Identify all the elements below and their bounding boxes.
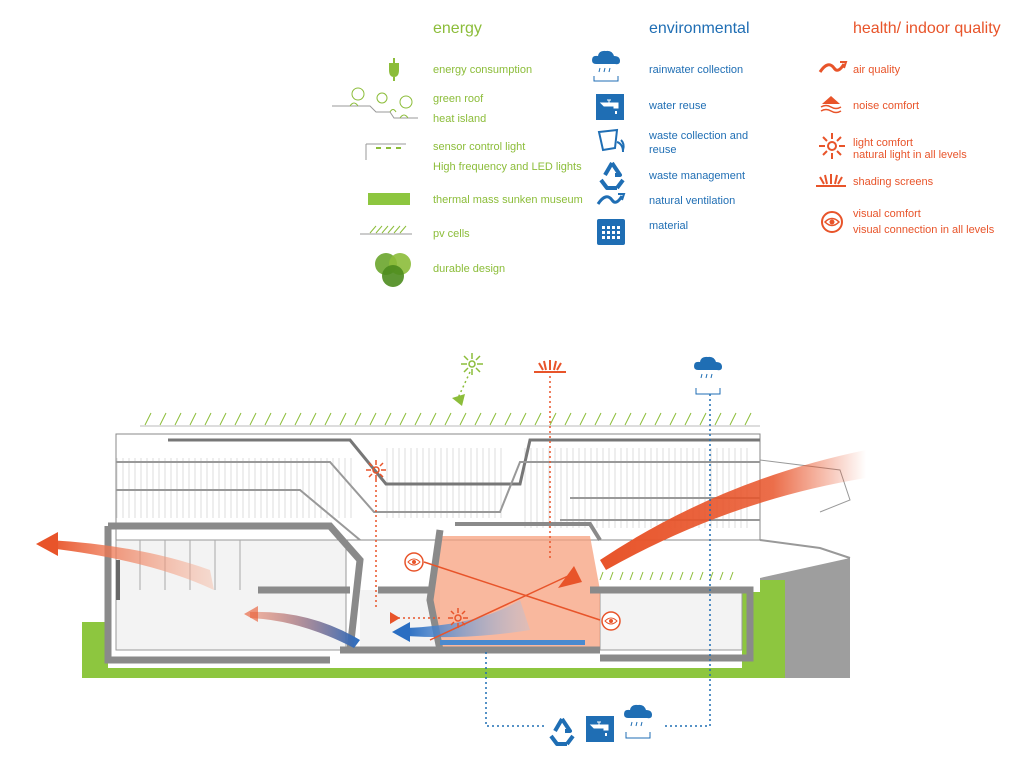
water-channel <box>440 640 585 645</box>
rain-cloud-icon <box>592 50 620 82</box>
plug-icon <box>389 58 399 81</box>
natural-light-label: natural light in all levels <box>853 149 967 161</box>
water-reuse-label: water reuse <box>649 100 707 112</box>
thermal-mass-base <box>82 580 785 678</box>
noise-comfort-icon <box>820 96 842 114</box>
thermal-mass-label: thermal mass sunken museum <box>433 194 583 206</box>
visual-connection-lines <box>423 561 601 641</box>
ventilation-flow-left <box>250 611 360 648</box>
recycle-icon <box>599 161 625 190</box>
light-comfort-label: light comfort <box>853 137 913 149</box>
noise-comfort-label: noise comfort <box>853 100 920 112</box>
dotted-arrowhead <box>390 612 400 624</box>
water-tap-icon <box>586 716 614 742</box>
thermal-mass-icon <box>368 193 410 205</box>
natural-ventilation-label: natural ventilation <box>649 195 736 207</box>
waste-management-label: waste management <box>649 170 745 182</box>
shading-screens-label: shading screens <box>853 176 934 188</box>
daylight-arrowhead <box>452 394 465 406</box>
energy-consumption-label: energy consumption <box>433 64 533 76</box>
ventilation-arrow-icon <box>596 193 626 205</box>
sensor-light-icon <box>365 143 406 160</box>
waste-collection-label: waste collection and <box>649 130 749 142</box>
eye-icon <box>821 211 843 233</box>
green-roof-label: green roof <box>433 93 484 105</box>
visual-comfort-label: visual comfort <box>853 208 921 220</box>
durable-design-label: durable design <box>433 263 506 275</box>
upper-building-volumes <box>115 433 851 559</box>
ventilation-flow-left-head <box>244 606 258 622</box>
material-label: material <box>649 220 689 232</box>
sun-icon <box>366 460 386 480</box>
green-roof-icon <box>332 87 418 119</box>
visual-connection-label: visual connection in all levels <box>853 224 995 236</box>
sun-icon <box>819 133 845 159</box>
shading-screens-icon <box>534 360 566 373</box>
ventilation-flow-center-head <box>392 622 410 642</box>
led-lights-label: High frequency and LED lights <box>433 161 582 173</box>
pv-cells-label: pv cells <box>433 228 470 240</box>
eye-icon <box>601 611 621 631</box>
waste-bin-icon <box>597 128 625 153</box>
air-quality-icon <box>818 61 848 73</box>
outgoing-air-arrowhead <box>36 532 58 556</box>
dotted-connection-lines <box>375 376 711 727</box>
environmental-title: environmental <box>649 20 750 37</box>
heat-island-label: heat island <box>433 113 487 125</box>
shading-screens-icon <box>816 174 846 187</box>
recycle-icon <box>549 717 575 746</box>
waste-collection-label-2: reuse <box>649 144 677 156</box>
rainwater-collection-label: rainwater collection <box>649 64 744 76</box>
air-quality-label: air quality <box>853 64 901 76</box>
health-title: health/ indoor quality <box>853 20 1001 37</box>
rain-cloud-icon <box>624 704 652 739</box>
ventilation-flow-center <box>406 600 530 638</box>
water-tap-icon <box>596 94 624 120</box>
material-grid-icon <box>597 219 625 245</box>
sensor-control-light-label: sensor control light <box>433 141 526 153</box>
durable-design-icon <box>375 253 411 287</box>
outgoing-air-flow-arrow <box>48 540 214 590</box>
green-roof-grass <box>140 412 760 581</box>
eye-icon <box>404 552 424 572</box>
incoming-air-flow-arrow <box>600 450 866 570</box>
daylight-dashed-arrow <box>457 371 471 399</box>
rain-cloud-icon <box>694 356 722 395</box>
energy-title: energy <box>433 20 482 37</box>
incoming-air-arrowhead <box>558 566 582 588</box>
pv-cells-icon <box>360 225 412 235</box>
sun-icon <box>448 608 468 628</box>
sun-icon <box>461 353 483 375</box>
